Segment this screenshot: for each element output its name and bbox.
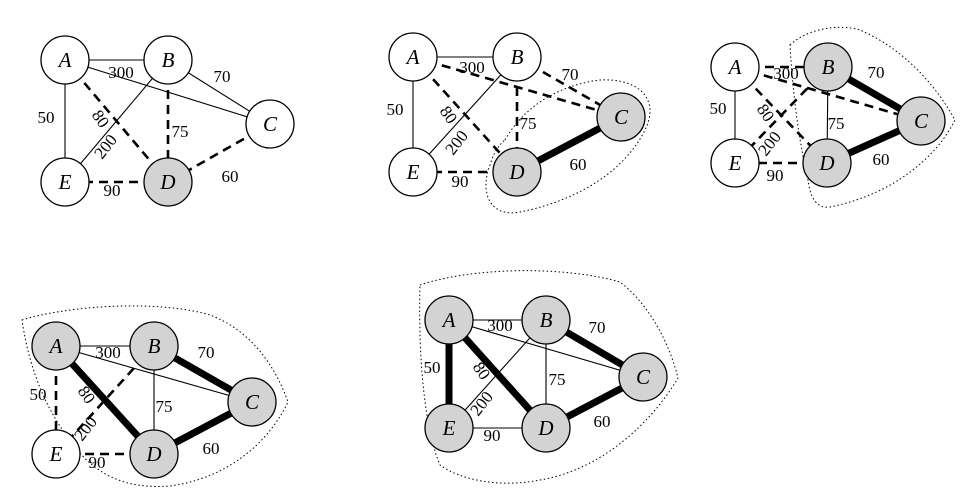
edge-weight-bc: 70: [562, 65, 579, 84]
edge-weight-bc: 70: [868, 63, 885, 82]
edge-b-e: [412, 56, 518, 173]
edge-weight-ab: 300: [773, 64, 799, 83]
node-c-in-tree: [596, 92, 646, 142]
node-c: [245, 99, 295, 149]
edge-weight-cd: 60: [873, 150, 890, 169]
node-label-b: B: [162, 48, 175, 72]
node-label-b: B: [540, 308, 553, 332]
node-b: [143, 35, 193, 85]
node-e: [388, 147, 438, 197]
node-label-e: E: [49, 442, 63, 466]
node-label-e: E: [728, 151, 742, 175]
edge-weight-ab: 300: [487, 316, 513, 335]
node-e: [40, 157, 90, 207]
node-d-in-tree: [492, 147, 542, 197]
node-b-in-tree: [521, 295, 571, 345]
edge-weight-cd: 60: [203, 439, 220, 458]
node-label-c: C: [636, 365, 651, 389]
edge-weight-de: 90: [104, 181, 121, 200]
node-b: [492, 32, 542, 82]
edge-weight-cd: 60: [222, 167, 239, 186]
node-c-in-tree: [896, 96, 946, 146]
edge-weight-de: 90: [452, 172, 469, 191]
edge-weight-be: 200: [466, 388, 497, 420]
node-a-in-tree: [424, 295, 474, 345]
edge-weight-ae: 50: [38, 108, 55, 127]
edge-weight-ab: 300: [95, 343, 121, 362]
edge-weight-be: 200: [754, 128, 785, 160]
edge-weight-ad: 80: [88, 106, 113, 131]
node-label-b: B: [822, 55, 835, 79]
node-label-d: D: [818, 151, 834, 175]
edge-weight-ab: 300: [108, 63, 134, 82]
node-label-c: C: [914, 109, 929, 133]
edge-b-e: [64, 59, 169, 183]
tree-region-outline: [485, 79, 651, 214]
node-label-a: A: [57, 48, 72, 72]
node-e: [710, 138, 760, 188]
edge-weight-bd: 75: [828, 114, 845, 133]
node-label-d: D: [537, 416, 553, 440]
edge-weight-bd: 75: [156, 397, 173, 416]
node-label-a: A: [48, 334, 63, 358]
node-label-b: B: [148, 334, 161, 358]
edge-weight-bd: 75: [172, 122, 189, 141]
edge-weight-cd: 60: [594, 412, 611, 431]
edge-weight-bc: 70: [589, 318, 606, 337]
node-label-c: C: [263, 112, 278, 136]
node-d-in-tree: [129, 429, 179, 479]
edge-weight-bc: 70: [214, 67, 231, 86]
node-label-a: A: [727, 55, 742, 79]
node-label-e: E: [442, 416, 456, 440]
node-a: [40, 35, 90, 85]
edge-weight-be: 200: [441, 127, 472, 159]
node-c-in-tree: [227, 377, 277, 427]
edge-weight-de: 90: [484, 426, 501, 445]
edge-weight-ab: 300: [459, 58, 485, 77]
node-a-in-tree: [31, 321, 81, 371]
node-label-e: E: [406, 160, 420, 184]
edge-weight-bd: 75: [520, 114, 537, 133]
node-label-c: C: [245, 390, 260, 414]
node-d-in-tree: [521, 403, 571, 453]
node-b-in-tree: [803, 42, 853, 92]
edge-weight-de: 90: [767, 166, 784, 185]
edge-weight-be: 200: [90, 131, 121, 163]
node-c-in-tree: [618, 352, 668, 402]
node-a: [710, 42, 760, 92]
node-e: [31, 429, 81, 479]
edge-weight-bd: 75: [549, 370, 566, 389]
node-label-e: E: [58, 170, 72, 194]
node-e-in-tree: [424, 403, 474, 453]
node-label-d: D: [159, 170, 175, 194]
step-panel-1: 300 80 50 70 75 200 60 90 A B C D E: [38, 35, 295, 207]
node-label-a: A: [441, 308, 456, 332]
node-a: [388, 32, 438, 82]
node-label-b: B: [511, 45, 524, 69]
edge-weight-cd: 60: [570, 155, 587, 174]
node-label-d: D: [508, 160, 524, 184]
node-b-in-tree: [129, 321, 179, 371]
edge-weight-bc: 70: [198, 343, 215, 362]
edge-weight-ae: 50: [387, 100, 404, 119]
node-label-a: A: [405, 45, 420, 69]
node-label-d: D: [145, 442, 161, 466]
edge-weight-ae: 50: [424, 358, 441, 377]
edge-weight-ae: 50: [710, 99, 727, 118]
node-d-in-tree: [143, 157, 193, 207]
node-label-c: C: [614, 105, 629, 129]
edge-weight-ae: 50: [30, 385, 47, 404]
edge-weight-de: 90: [89, 453, 106, 472]
node-d-in-tree: [802, 138, 852, 188]
